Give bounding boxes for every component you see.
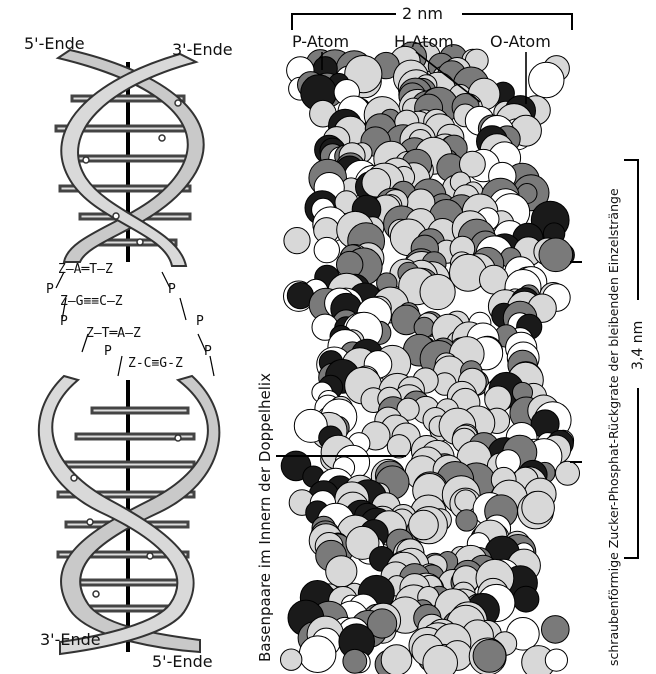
phosphate-label: P [104,344,112,359]
atom-sphere [281,649,302,670]
sequence-row-3: Z—T═A—Z [86,326,141,341]
width-2nm-label: 2 nm [402,4,443,23]
pitch-3-4nm-label: 3,4 nm [630,319,646,372]
phosphate-label: P [168,282,176,297]
atom-sphere [326,556,357,587]
atom-sphere [409,510,439,540]
atom-sphere [556,461,580,485]
sequence-row-2: Z—G≡≡C—Z [60,294,123,309]
atom-sphere [299,636,336,673]
sequence-row-4: Z-C≡G-Z [128,356,183,371]
five-prime-end-bottom-label: 5'-Ende [152,652,213,671]
atom-sphere [513,586,539,612]
atom-sphere [522,491,555,524]
p-atom-label: P-Atom [292,32,349,51]
phosphate-label: P [204,344,212,359]
base-pairs-vertical-label: Basenpaare im Innern der Doppelhelix [256,373,274,662]
phosphate-label: P [46,282,54,297]
atom-sphere [423,645,458,674]
phosphate-label: P [60,314,68,329]
pitch-bracket [570,160,638,558]
h-atom-label: H-Atom [394,32,454,51]
space-filling-model [281,42,580,674]
atom-sphere [284,228,310,254]
atom-sphere [545,649,567,671]
atom-sphere [542,616,570,644]
sequence-row-1: Z—A═T—Z [58,262,113,277]
atom-sphere [381,645,412,674]
phosphate-label: P [196,314,204,329]
atom-sphere [420,274,455,309]
five-prime-end-top-label: 5'-Ende [24,34,85,53]
three-prime-end-bottom-label: 3'-Ende [40,630,101,649]
lower-helix [39,376,220,654]
o-atom-label: O-Atom [490,32,551,51]
atom-sphere [314,237,339,262]
upper-helix [56,50,204,266]
atom-sphere [343,649,367,673]
backbone-vertical-label: schraubenförmige Zucker-Phosphat-Rückgra… [606,188,621,666]
atom-sphere [387,435,410,458]
atom-sphere [473,640,506,673]
atom-sphere [529,62,564,97]
three-prime-end-top-label: 3'-Ende [172,40,233,59]
atom-sphere [539,238,573,272]
atom-sphere [456,510,477,531]
